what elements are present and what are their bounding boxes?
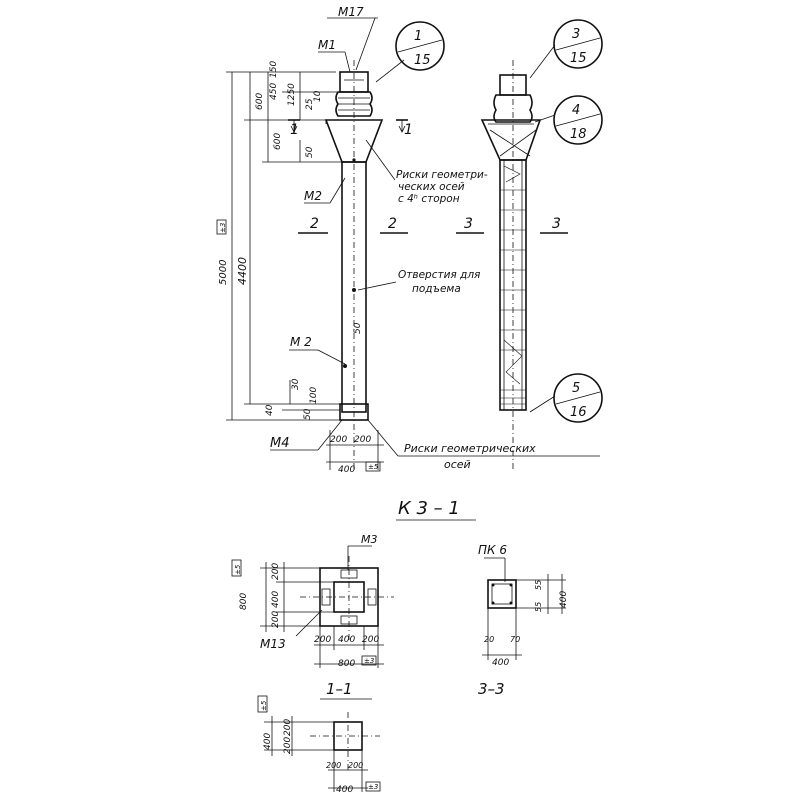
mark-m1: M1 [318,38,336,52]
svg-text:15: 15 [570,51,587,66]
svg-text:Отверстия для: Отверстия для [398,269,480,281]
svg-text:800: 800 [338,659,355,669]
callout-3-15: 3 15 [553,19,603,69]
callout-1-15: 1 15 [395,21,445,71]
svg-text:±3: ±3 [368,783,378,791]
svg-text:600: 600 [255,93,265,110]
labels: M17 M1 M2 M 2 M4 Риски геометри- ческих … [270,5,561,471]
svg-text:200: 200 [271,563,281,580]
svg-text:200: 200 [326,761,341,770]
svg-text:400: 400 [559,591,569,608]
leaders [270,17,600,457]
svg-text:30: 30 [291,378,301,390]
svg-text:ческих осей: ческих осей [398,181,465,193]
section-3-3: ПК 6 55 55 400 20 70 400 3–3 [478,543,569,698]
svg-text:50: 50 [303,408,313,420]
svg-text:3: 3 [572,27,580,42]
svg-text:200: 200 [330,435,347,445]
callout-4-18: 4 18 [553,95,603,145]
svg-text:600: 600 [273,133,283,150]
svg-text:2: 2 [388,216,397,232]
svg-text:2: 2 [310,216,319,232]
rebar-rings [493,94,533,123]
mark-m2: M2 [304,189,322,203]
svg-text:10: 10 [313,90,323,102]
svg-text:1: 1 [290,122,299,138]
svg-text:100: 100 [309,387,319,404]
section-title-3-3: 3–3 [478,680,505,698]
svg-text:25: 25 [305,98,315,110]
svg-text:15: 15 [414,53,431,68]
svg-text:400: 400 [492,658,509,668]
mark-pk6: ПК 6 [478,543,507,557]
svg-text:400: 400 [263,733,273,750]
svg-text:400: 400 [338,635,355,645]
lift-hole [352,288,356,292]
callouts: 1 15 3 15 4 18 5 16 [395,19,603,423]
svg-text:200: 200 [271,611,281,628]
svg-text:400: 400 [336,785,353,795]
svg-text:200: 200 [362,635,379,645]
mark-m13: M13 [260,637,286,651]
svg-text:200: 200 [348,761,363,770]
svg-text:55: 55 [534,580,543,590]
svg-text:4400: 4400 [236,257,249,285]
capital-rings [335,91,373,117]
svg-text:±3: ±3 [364,657,374,665]
rebar-funnel [480,119,542,161]
drawing-title: К 3 – 1 [398,498,460,519]
svg-text:1: 1 [414,29,422,44]
svg-text:3: 3 [464,216,473,232]
column-elevation [288,60,408,470]
svg-text:450: 450 [269,83,279,100]
svg-text:1250: 1250 [287,83,297,106]
svg-text:50: 50 [353,322,363,334]
svg-text:200: 200 [314,635,331,645]
svg-text:150: 150 [269,61,279,78]
svg-text:±3: ±3 [219,223,227,233]
svg-text:подъема: подъема [412,283,461,295]
column-dim-text: 5000 ±3 4400 600 600 150 1250 450 25 10 … [216,61,381,475]
svg-text:200: 200 [283,737,293,754]
mark-m4: M4 [270,436,290,451]
lift-hole [343,364,347,368]
svg-text:±5: ±5 [368,463,379,471]
mark-m3: M3 [361,533,378,546]
svg-text:70: 70 [510,635,520,644]
svg-text:±5: ±5 [234,564,242,575]
svg-text:Риски геометрических: Риски геометрических [404,442,536,455]
svg-text:50: 50 [305,146,315,158]
section-title-1-1: 1–1 [326,680,353,698]
svg-text:осей: осей [444,458,471,471]
svg-text:40: 40 [265,404,275,416]
svg-text:3: 3 [552,216,561,232]
svg-text:800: 800 [239,593,249,610]
mark-m2b: M 2 [290,335,312,349]
svg-text:55: 55 [534,602,543,612]
callout-5-16: 5 16 [553,373,603,423]
svg-text:5000: 5000 [218,260,229,285]
svg-text:Риски геометри-: Риски геометри- [396,169,488,181]
svg-text:16: 16 [570,405,587,420]
axis-mark [352,158,356,162]
svg-text:±5: ±5 [260,700,268,711]
svg-text:18: 18 [570,127,587,142]
svg-text:400: 400 [338,465,355,475]
mark-m17: M17 [338,5,364,19]
svg-text:с 4ʰ сторон: с 4ʰ сторон [398,193,460,205]
svg-text:200: 200 [283,719,293,736]
svg-text:20: 20 [484,635,494,644]
plan-view: M3 M13 800 ±5 200 400 200 200 400 200 80… [231,533,394,669]
svg-text:200: 200 [354,435,371,445]
svg-text:5: 5 [572,381,580,396]
section-1-1: 400 ±5 200 200 200 200 400 ±3 [257,695,381,795]
column-reinforcement-view [456,44,568,470]
column-dimensions [226,71,384,470]
arrow-icon [398,120,406,133]
svg-text:400: 400 [271,591,281,608]
arrow-icon [290,120,298,133]
svg-text:4: 4 [572,103,580,118]
svg-text:1: 1 [404,122,413,138]
